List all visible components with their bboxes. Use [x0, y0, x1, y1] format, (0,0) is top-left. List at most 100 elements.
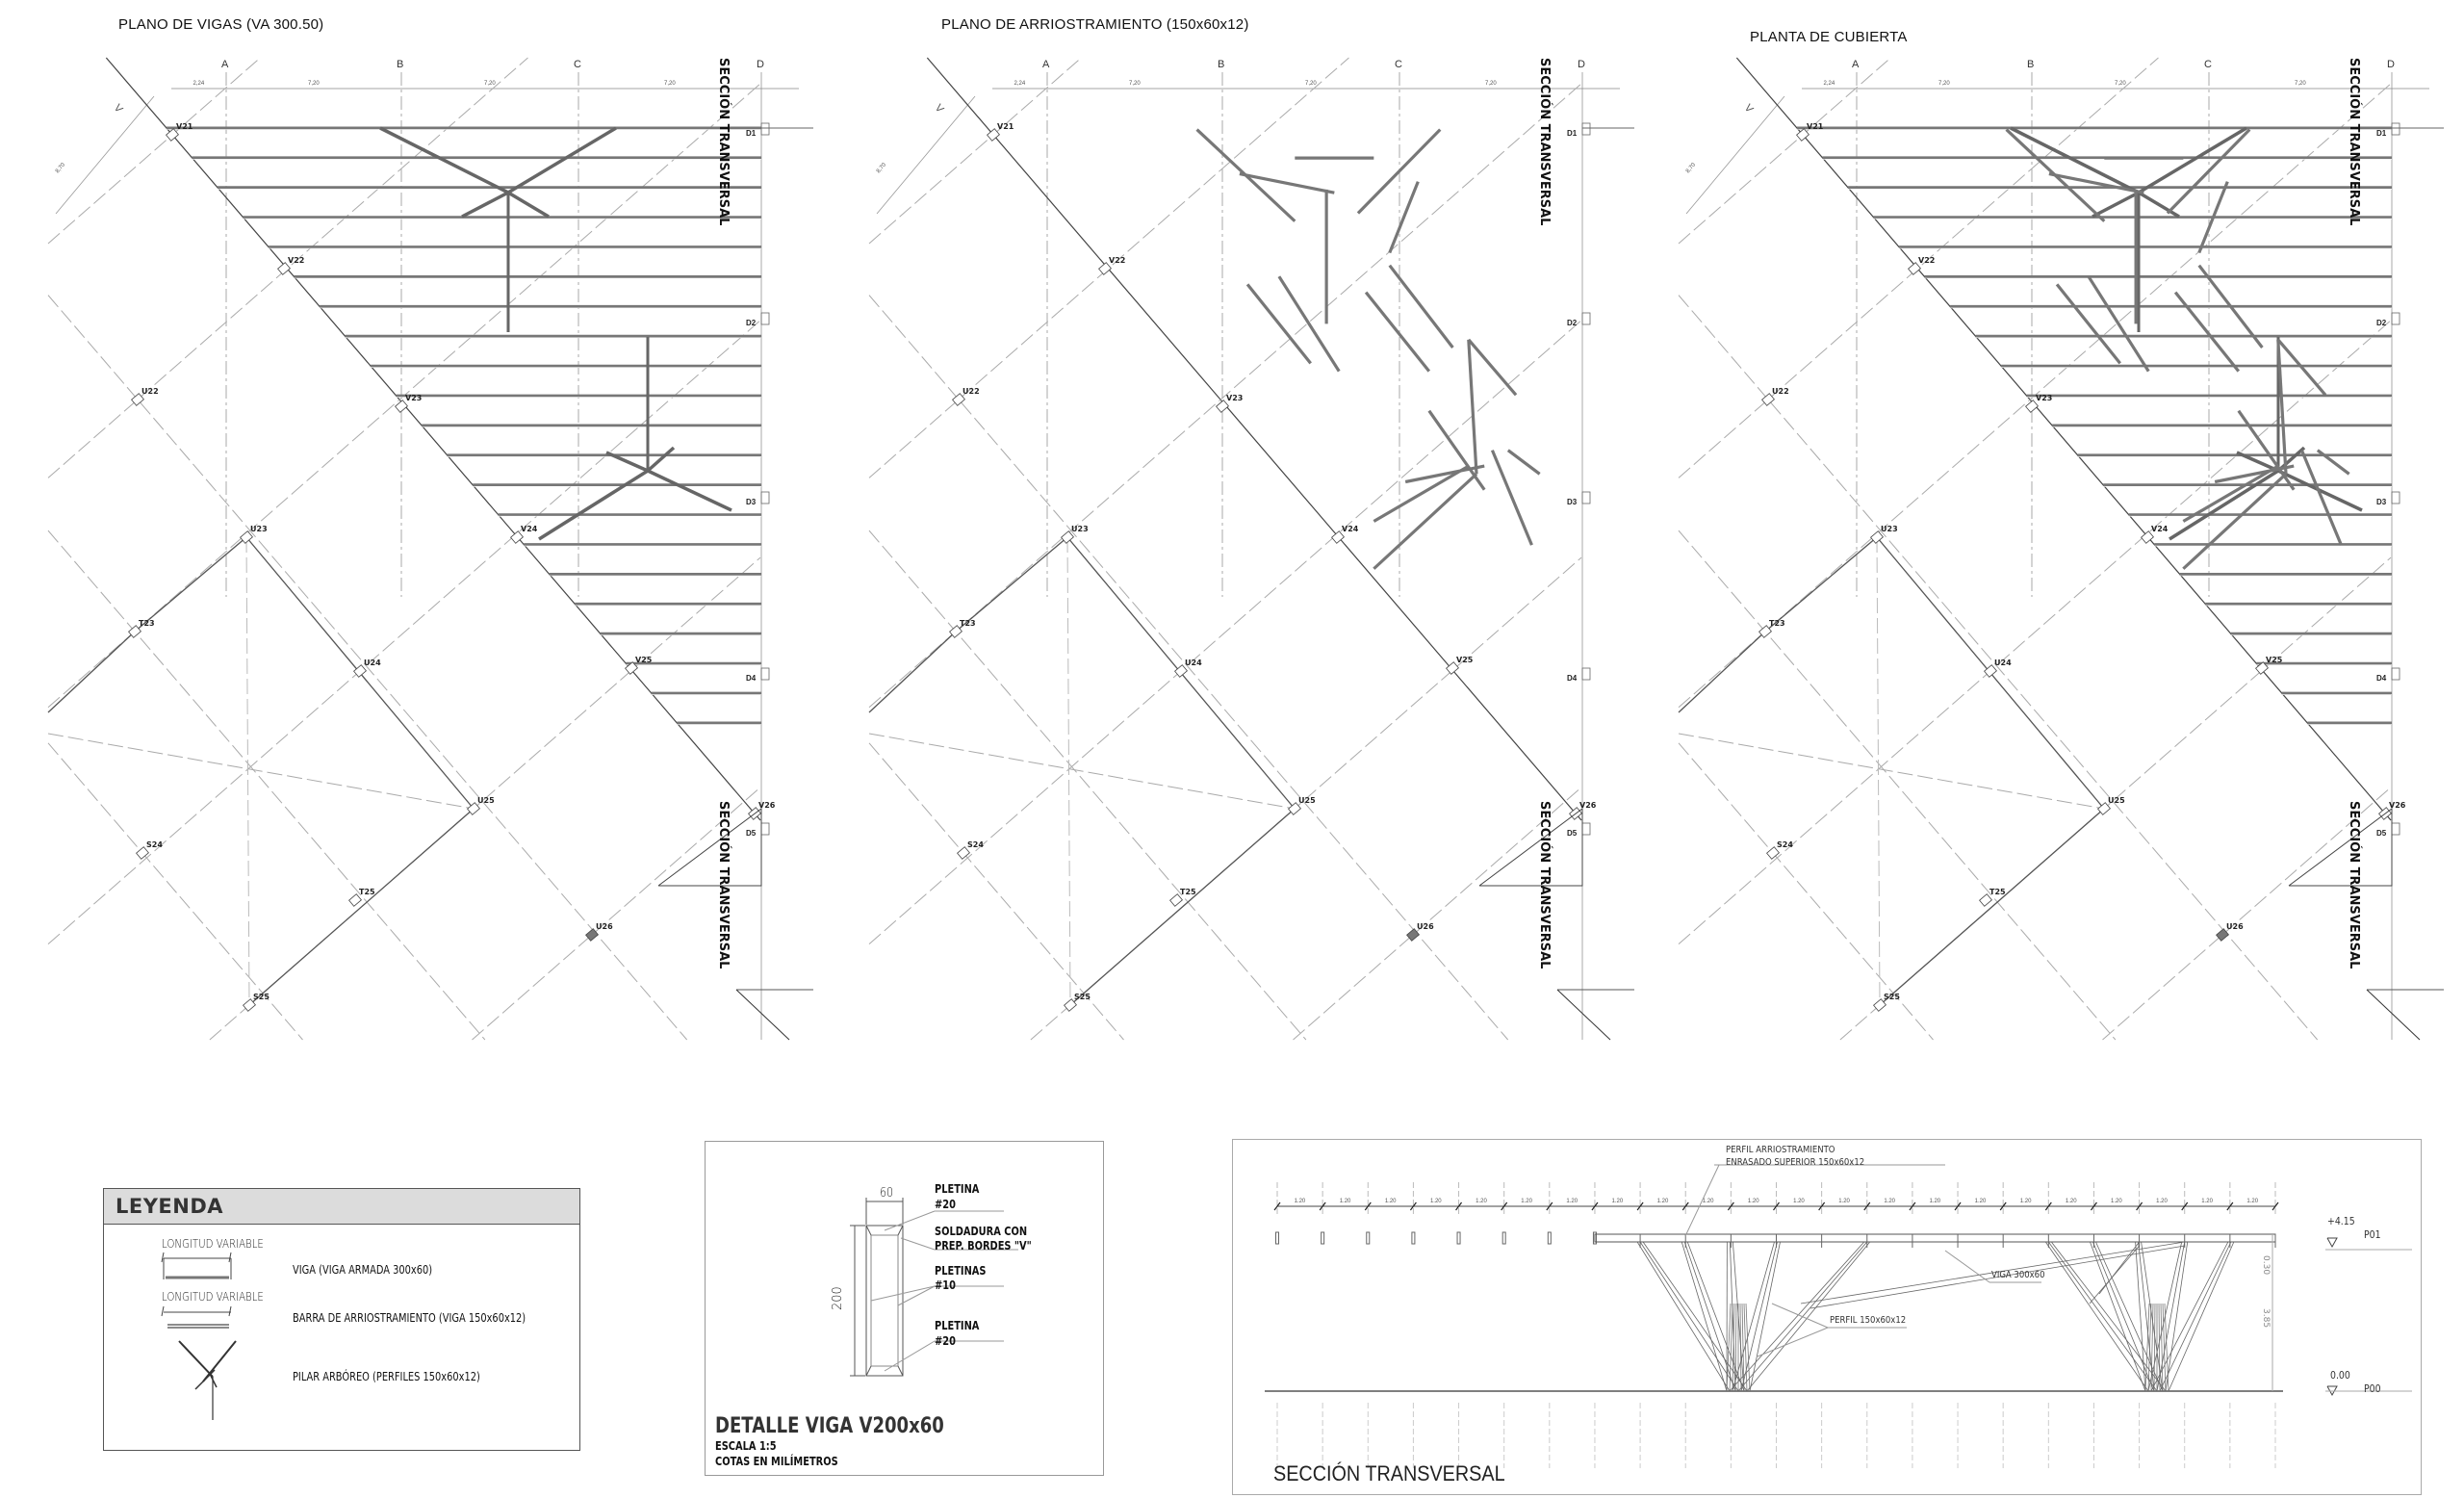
tree-member	[2141, 1241, 2164, 1392]
grid-label-C: C	[574, 59, 581, 70]
node-support-icon	[2255, 661, 2269, 675]
node-support-icon	[166, 128, 179, 142]
spacing-tick-mark	[1501, 1201, 1508, 1211]
node-support-icon	[2216, 928, 2229, 942]
edge-label: D4	[746, 674, 757, 683]
node-label: V26	[2389, 801, 2406, 810]
node-support-icon	[1331, 530, 1345, 544]
edge-connector-icon	[760, 491, 770, 504]
edge-connector-icon	[2391, 312, 2400, 325]
spacing-label: 1.20	[2156, 1199, 2168, 1204]
bracing-bar	[1277, 275, 1341, 373]
node-support-icon	[2141, 530, 2154, 544]
tree-branch	[2169, 469, 2279, 541]
lattice-line	[1678, 320, 2392, 945]
tree-member	[1639, 1241, 1739, 1392]
tree-branch	[2092, 191, 2140, 219]
lattice-line	[868, 733, 1296, 810]
node-support-icon	[625, 661, 638, 675]
spacing-label: 1.20	[1521, 1199, 1532, 1204]
node-label: U24	[1185, 659, 1202, 667]
tree-member	[1734, 1303, 1737, 1392]
node-label: S25	[1074, 993, 1091, 1001]
node-support-icon	[1758, 625, 1772, 638]
edge-connector-icon	[1581, 312, 1591, 325]
edge-beam	[868, 631, 957, 713]
edge-connector-icon	[2391, 667, 2400, 681]
node-label: V26	[1579, 801, 1597, 810]
beam-profile-mark	[1366, 1231, 1371, 1245]
edge-beam	[134, 536, 247, 633]
dimension-label: 7,20	[1485, 81, 1497, 87]
grid-label-D: D	[757, 59, 764, 70]
tree-member	[2090, 1241, 2146, 1392]
beam-profile-mark	[1321, 1231, 1325, 1245]
spacing-tick-mark	[1409, 1201, 1417, 1211]
tree-column	[2010, 126, 2247, 332]
bracing-bar	[2276, 338, 2327, 397]
detail-scale: ESCALA 1:5	[715, 1439, 777, 1453]
callout-4-line2: #20	[935, 1334, 956, 1348]
spacing-tick-mark	[2272, 1201, 2279, 1211]
tree-member	[1749, 1241, 1781, 1392]
edge-beam	[1678, 631, 1766, 713]
brace-member	[1800, 1241, 2185, 1304]
tree-branch	[2138, 126, 2247, 194]
edge-detail	[735, 989, 790, 1041]
node-support-icon	[1984, 664, 1997, 678]
node-label: V23	[1226, 394, 1243, 402]
spacing-label: 1.20	[1612, 1199, 1624, 1204]
bracing-bar	[1245, 283, 1312, 365]
beam-profile-mark	[1592, 1231, 1597, 1245]
spacing-tick-mark	[1455, 1201, 1463, 1211]
legend-title: LEYENDA	[116, 1195, 224, 1218]
tree-member	[2165, 1241, 2189, 1392]
tree-column	[538, 337, 732, 541]
tree-branch	[538, 469, 649, 541]
edge-connector-icon	[1581, 667, 1591, 681]
spacing-label: 1.20	[1884, 1199, 1895, 1204]
edge-detail	[657, 808, 762, 887]
edge-detail	[2288, 808, 2393, 887]
spacing-label: 1.20	[1295, 1199, 1306, 1204]
edge-label: D1	[2376, 129, 2387, 138]
spacing-tick-mark	[1999, 1201, 2007, 1211]
bracing-bar	[1388, 264, 1454, 349]
spacing-tick-mark	[1636, 1201, 1644, 1211]
node-support-icon	[1288, 802, 1301, 815]
lattice-line	[47, 320, 761, 945]
tree-member	[2168, 1241, 2235, 1392]
section-cut-label: SECCIÓN TRANSVERSAL	[716, 801, 732, 969]
grid-label-A: A	[221, 59, 229, 70]
lattice-line	[245, 536, 250, 1006]
level-ground-name: P00	[2364, 1382, 2381, 1395]
spacing-label: 1.20	[1340, 1199, 1351, 1204]
lattice-line	[868, 57, 1082, 245]
grid-label-B: B	[2027, 59, 2034, 70]
node-label: T25	[1989, 888, 2006, 896]
node-support-icon	[1216, 400, 1229, 413]
bracing-bar	[1373, 464, 1470, 523]
lattice-line	[926, 57, 1582, 821]
bracing-bar	[1388, 181, 1420, 254]
bracing-bar	[2197, 264, 2264, 349]
node-support-icon	[1908, 262, 1921, 275]
spacing-tick-mark	[1319, 1201, 1326, 1211]
node-support-icon	[1064, 998, 1077, 1012]
edge-connector-icon	[2391, 491, 2400, 504]
grid-label-C: C	[1395, 59, 1402, 70]
edge-connector-icon	[760, 822, 770, 836]
lattice-line	[1876, 536, 1881, 1006]
edge-detail	[2366, 989, 2421, 1041]
spacing-tick-mark	[1364, 1201, 1372, 1211]
plan-title-bracing: PLANO DE ARRIOSTRAMIENTO (150x60x12)	[941, 16, 1249, 33]
tree-member	[1745, 1303, 1751, 1392]
callout-3-line2: #10	[935, 1278, 956, 1292]
node-support-icon	[1061, 530, 1074, 544]
section-cut-label: SECCIÓN TRANSVERSAL	[2347, 801, 2362, 969]
spacing-label: 1.20	[1793, 1199, 1805, 1204]
tree-member	[1686, 1241, 1745, 1392]
node-support-icon	[467, 802, 480, 815]
bracing-bar	[2182, 473, 2288, 570]
detail-height-dimension: 200	[831, 1286, 845, 1310]
